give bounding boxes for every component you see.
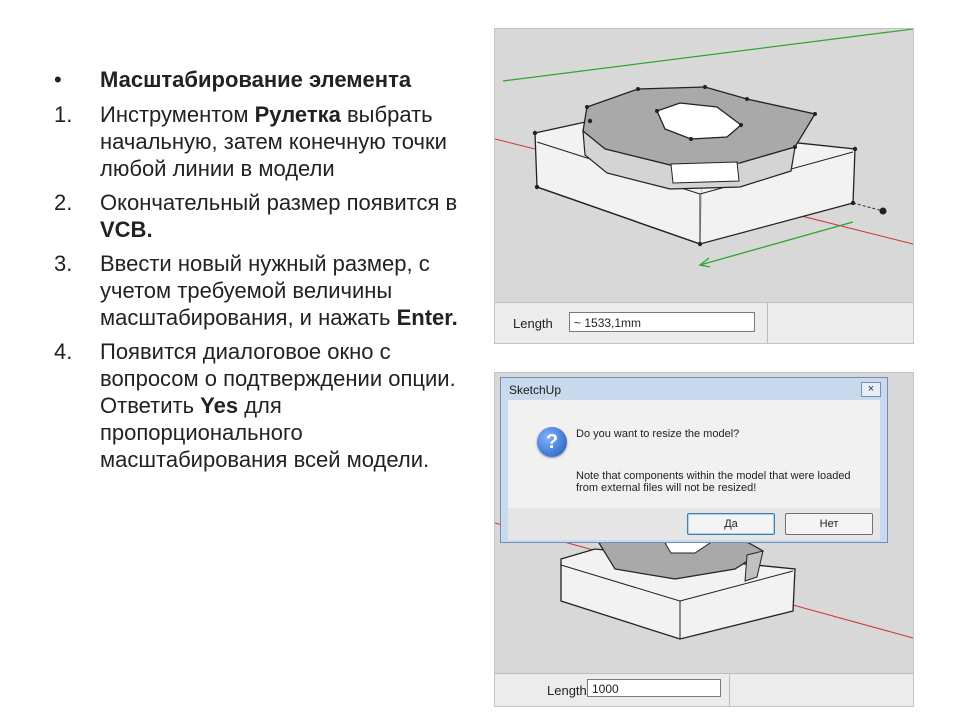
step-text: Окончательный размер появится в VCB. <box>100 189 469 243</box>
step-text-part: для пропорционального масштабирования вс… <box>100 393 430 472</box>
dialog-note: Note that components within the model th… <box>576 470 851 494</box>
step-text: Инструментом Рулетка выбрать начальную, … <box>100 101 469 182</box>
step-item-4: 4. Появится диалоговое окно с вопросом о… <box>54 338 469 473</box>
dialog-message: Do you want to resize the model? <box>576 428 740 440</box>
step-text: Ввести новый нужный размер, с учетом тре… <box>100 250 469 331</box>
slide-text: • Масштабирование элемента 1. Инструмент… <box>54 66 469 480</box>
step-text-part: выбрать начальную, затем конечную точки … <box>100 102 447 181</box>
base-edge <box>679 570 794 602</box>
dialog-title: SketchUp <box>509 383 562 397</box>
step-item-3: 3. Ввести новый нужный размер, с учетом … <box>54 250 469 331</box>
step-text-bold: Enter. <box>396 305 458 330</box>
octagon-hole <box>656 102 743 140</box>
step-item-1: 1. Инструментом Рулетка выбрать начальну… <box>54 101 469 182</box>
base-edge <box>560 564 681 602</box>
step-number: 4. <box>54 339 73 364</box>
model-drawing-resized <box>495 522 913 640</box>
vcb-input[interactable]: ~ 1533,1mm <box>569 312 755 332</box>
step-text-part: Появится диалоговое окно с вопросом о по… <box>100 339 456 418</box>
tape-guide <box>852 202 884 212</box>
dialog-button-bar: Да Нет <box>508 508 880 540</box>
question-icon: ? <box>537 427 567 457</box>
tape-measure-line <box>699 221 854 266</box>
dialog-body: ? Do you want to resize the model? Note … <box>508 400 880 508</box>
yes-button[interactable]: Да <box>687 513 775 535</box>
step-text-bold: Yes <box>200 393 239 418</box>
step-number: 1. <box>54 102 73 127</box>
base-edge <box>536 186 701 245</box>
octagon-side <box>582 129 796 190</box>
step-text-bold: Рулетка <box>254 102 341 127</box>
vcb-divider <box>729 674 730 706</box>
vcb-input[interactable]: 1000 <box>587 679 721 697</box>
sketchup-viewport-top[interactable]: Length ~ 1533,1mm <box>494 28 914 344</box>
model-drawing <box>495 29 913 268</box>
step-text-part: Ввести новый нужный размер, с учетом тре… <box>100 251 430 330</box>
bullet-heading: Масштабирование элемента <box>100 67 412 92</box>
octagon-side <box>744 550 764 582</box>
step-text-part: Инструментом <box>100 102 255 127</box>
resize-dialog[interactable]: SketchUp × ? Do you want to resize the m… <box>500 377 888 543</box>
vcb-label: Length <box>547 683 587 698</box>
vcb-divider <box>767 303 768 343</box>
step-number: 3. <box>54 251 73 276</box>
vcb-bar: Length 1000 <box>495 673 913 706</box>
step-text-part: Окончательный размер появится в <box>100 190 458 215</box>
vcb-bar: Length ~ 1533,1mm <box>495 302 913 343</box>
step-text: Появится диалоговое окно с вопросом о по… <box>100 338 469 473</box>
no-button[interactable]: Нет <box>785 513 873 535</box>
base-block <box>560 548 796 640</box>
step-text-bold: VCB. <box>100 217 153 242</box>
green-axis <box>502 29 913 82</box>
tape-arrow <box>698 257 711 268</box>
bullet-dot: • <box>54 67 62 92</box>
step-item-2: 2. Окончательный размер появится в VCB. <box>54 189 469 243</box>
tape-point <box>879 207 887 215</box>
vcb-label: Length <box>513 316 553 331</box>
hole-bottom <box>670 161 740 184</box>
bullet-item: • Масштабирование элемента <box>54 66 469 93</box>
vertices <box>532 85 858 247</box>
close-icon[interactable]: × <box>861 382 881 397</box>
step-number: 2. <box>54 190 73 215</box>
